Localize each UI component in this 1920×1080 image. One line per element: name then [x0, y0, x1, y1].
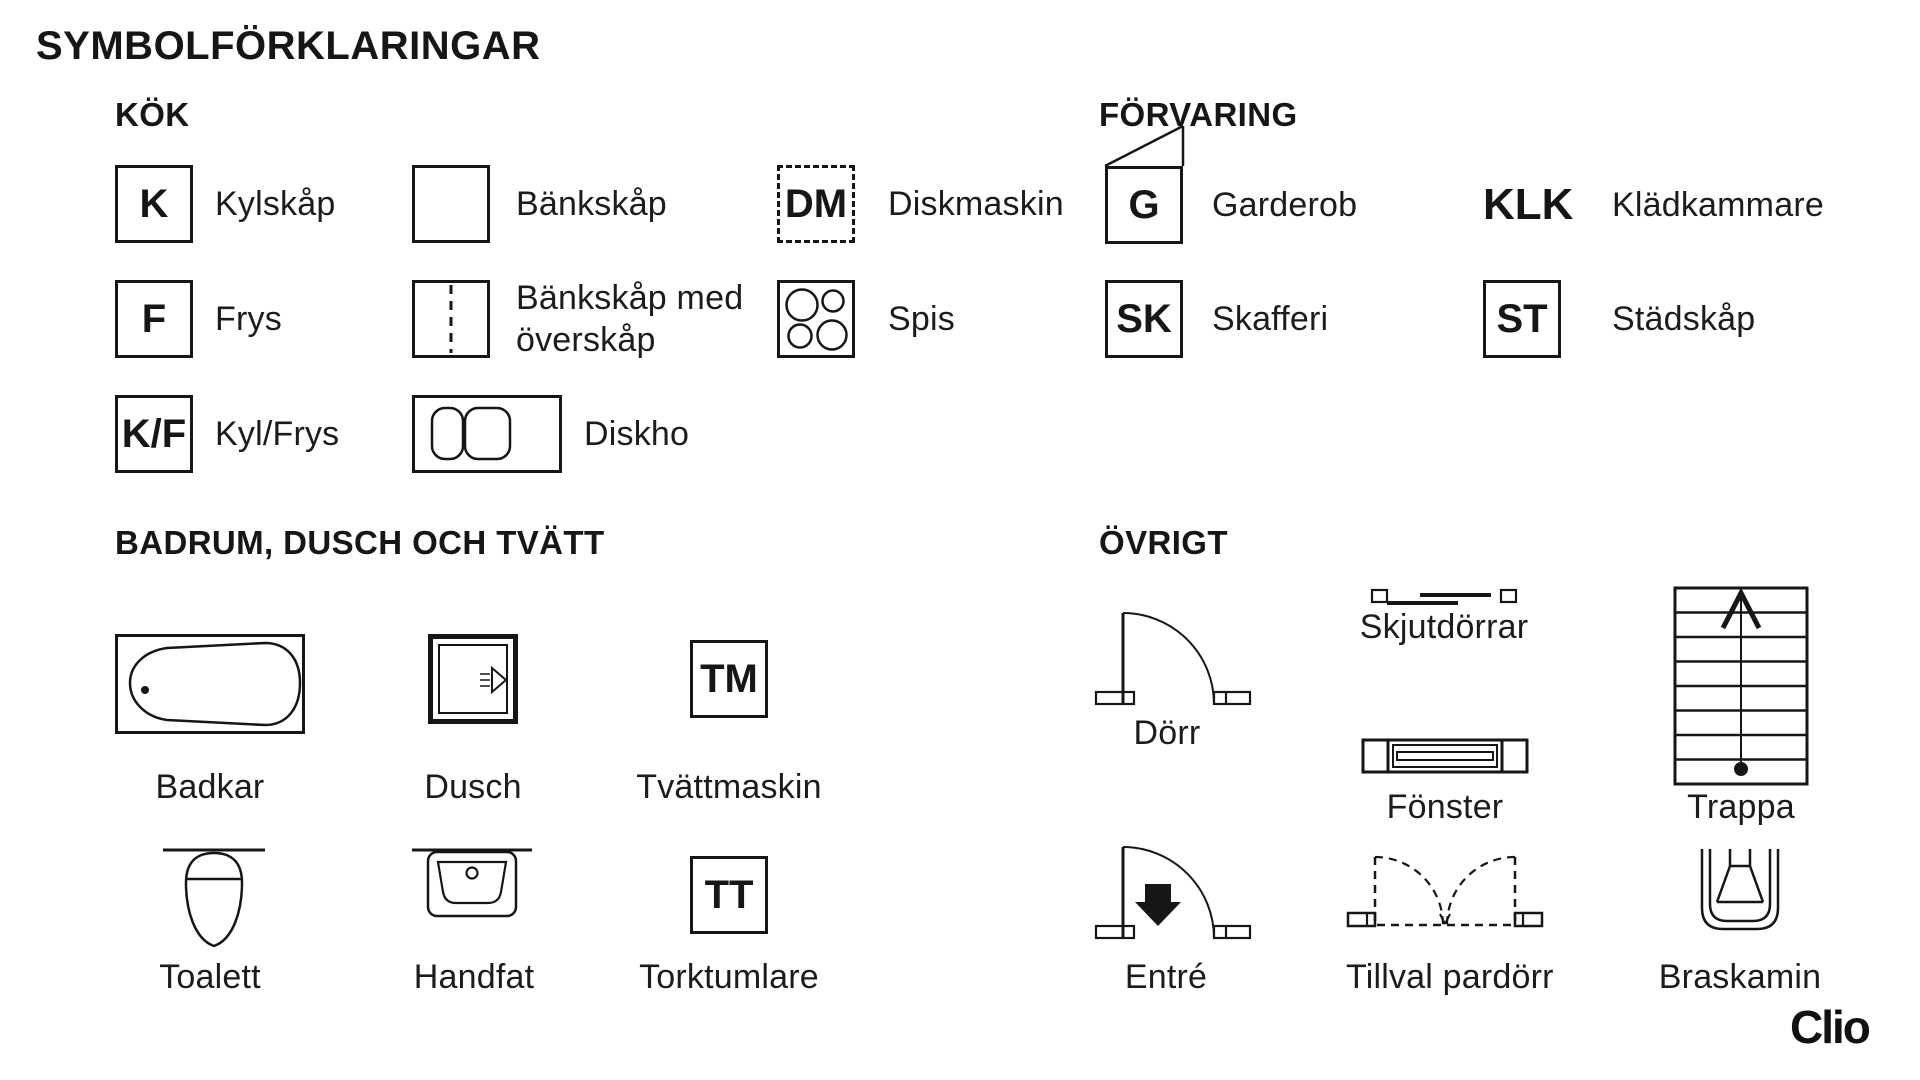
- kylskap-symbol-letter: K: [139, 181, 169, 226]
- entre-label: Entré: [1124, 958, 1208, 996]
- torktumlare-label: Torktumlare: [639, 958, 819, 996]
- stadskap-symbol-letter: ST: [1496, 296, 1548, 341]
- section-heading-badrum: BADRUM, DUSCH OCH TVÄTT: [115, 524, 605, 561]
- garderob-label: Garderob: [1212, 185, 1358, 224]
- section-heading-ovrigt: ÖVRIGT: [1099, 524, 1228, 561]
- fonster-label: Fönster: [1386, 788, 1504, 826]
- spis-symbol-icon: [777, 280, 855, 358]
- braskamin-label: Braskamin: [1658, 958, 1822, 996]
- diskho-label: Diskho: [584, 414, 690, 453]
- fonster-symbol-icon: [1361, 738, 1529, 774]
- section-heading-kok: KÖK: [115, 96, 190, 133]
- badkar-label: Badkar: [155, 768, 265, 806]
- dusch-label: Dusch: [424, 768, 522, 806]
- bankskap-symbol: [412, 165, 490, 243]
- handfat-symbol-icon: [412, 848, 532, 918]
- dorr-symbol-icon: [1094, 612, 1252, 706]
- frys-symbol-letter: F: [141, 296, 167, 341]
- kladkammare-symbol: KLK: [1483, 180, 1574, 229]
- tvattmaskin-symbol-letter: TM: [700, 656, 758, 701]
- overskap-dashed-line-icon: [449, 285, 453, 353]
- trappa-label: Trappa: [1687, 788, 1795, 826]
- toalett-label: Toalett: [159, 958, 261, 996]
- frys-label: Frys: [215, 299, 282, 338]
- skjutdorrar-symbol-icon: [1370, 588, 1518, 605]
- garderob-symbol: G: [1105, 166, 1183, 244]
- diskmaskin-symbol-letter: DM: [784, 181, 848, 226]
- bankskap-label: Bänkskåp: [516, 184, 667, 223]
- clio-logo: Clio: [1790, 1001, 1871, 1053]
- trappa-symbol-icon: [1673, 586, 1809, 786]
- bankskap-med-overskap-label: Bänkskåp med överskåp: [516, 279, 744, 359]
- stadskap-symbol: ST: [1483, 280, 1561, 358]
- entre-arrow-icon: [1135, 884, 1181, 926]
- badkar-symbol-icon: [115, 634, 305, 734]
- garderob-symbol-letter: G: [1128, 182, 1160, 227]
- garderob-flap-icon: [1104, 124, 1185, 168]
- tillval-pardorr-label: Tillval pardörr: [1346, 958, 1554, 996]
- bankskap-med-overskap-symbol: [412, 280, 490, 358]
- spis-label: Spis: [888, 299, 955, 338]
- skjutdorrar-label: Skjutdörrar: [1359, 608, 1529, 646]
- diskmaskin-label: Diskmaskin: [888, 184, 1064, 223]
- braskamin-symbol-icon: [1700, 849, 1780, 931]
- dorr-label: Dörr: [1133, 714, 1201, 752]
- kyl-frys-label: Kyl/Frys: [215, 414, 340, 453]
- dusch-symbol-icon: [428, 634, 518, 724]
- kladkammare-label: Klädkammare: [1612, 185, 1824, 224]
- diskmaskin-symbol: DM: [777, 165, 855, 243]
- skafferi-symbol: SK: [1105, 280, 1183, 358]
- skafferi-symbol-letter: SK: [1116, 296, 1172, 341]
- diskho-symbol-icon: [412, 395, 562, 473]
- kyl-frys-symbol-letter: K/F: [121, 411, 187, 456]
- frys-symbol: F: [115, 280, 193, 358]
- kyl-frys-symbol: K/F: [115, 395, 193, 473]
- entre-symbol-icon: [1094, 846, 1252, 940]
- handfat-label: Handfat: [413, 958, 535, 996]
- tvattmaskin-symbol: TM: [690, 640, 768, 718]
- toalett-symbol-icon: [163, 848, 265, 948]
- section-heading-forvaring: FÖRVARING: [1099, 96, 1298, 133]
- torktumlare-symbol: TT: [690, 856, 768, 934]
- stadskap-label: Städskåp: [1612, 299, 1756, 338]
- tvattmaskin-label: Tvättmaskin: [636, 768, 822, 806]
- tillval-pardorr-symbol-icon: [1346, 855, 1544, 928]
- page-title: SYMBOLFÖRKLARINGAR: [36, 24, 541, 68]
- torktumlare-symbol-letter: TT: [704, 872, 754, 917]
- kylskap-label: Kylskåp: [215, 184, 336, 223]
- kylskap-symbol: K: [115, 165, 193, 243]
- skafferi-label: Skafferi: [1212, 299, 1329, 338]
